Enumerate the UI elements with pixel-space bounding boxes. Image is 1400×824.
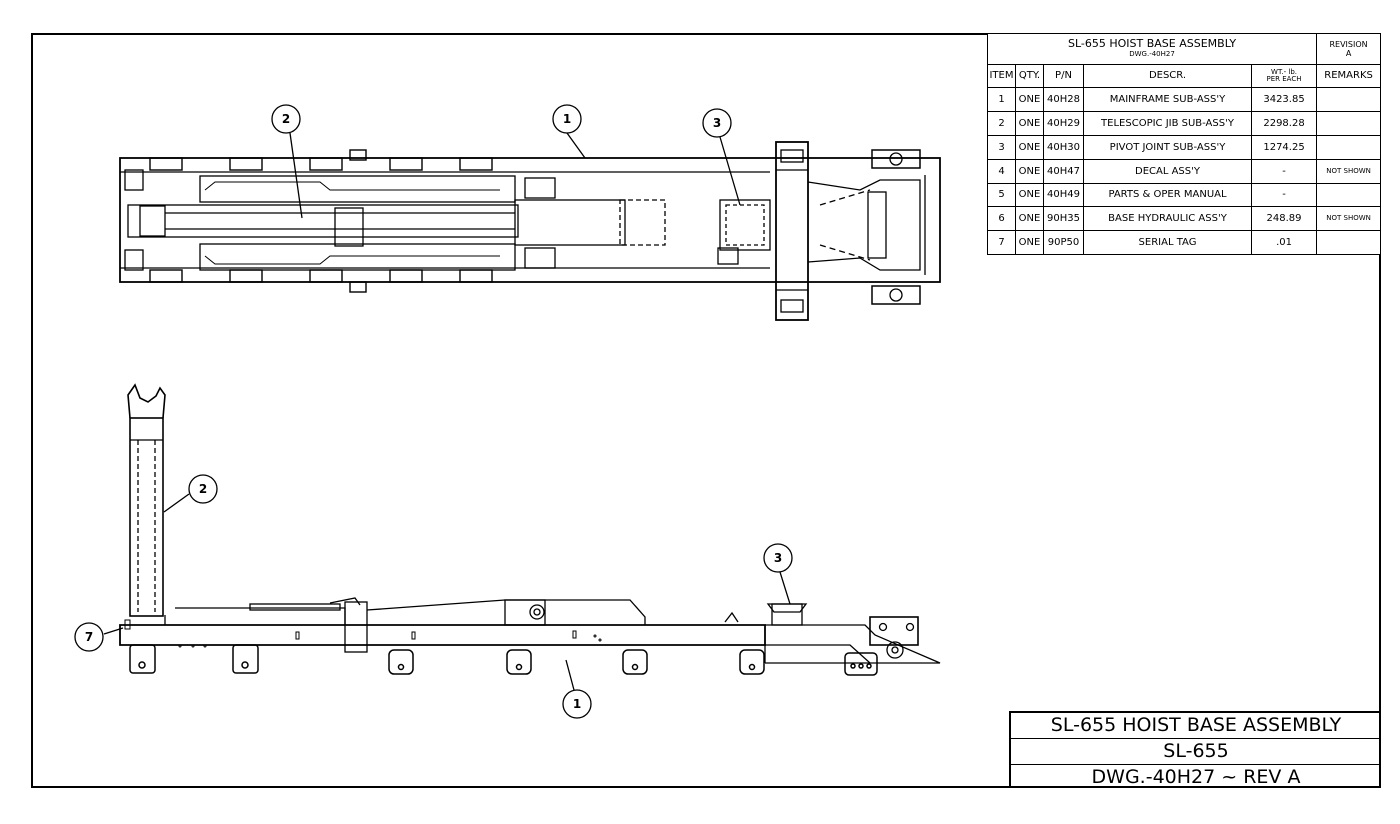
balloon-item-2-side (188, 474, 218, 504)
bill-of-materials-table: SL-655 HOIST BASE ASSEMBLY DWG.-40H27 RE… (986, 33, 1382, 255)
bom-cell-qty: ONE (1015, 206, 1044, 232)
title-block: SL-655 HOIST BASE ASSEMBLY SL-655 DWG.-4… (1009, 711, 1381, 788)
bom-cell-descr: DECAL ASS'Y (1083, 158, 1252, 184)
bom-cell-qty: ONE (1015, 111, 1044, 136)
side-view (119, 383, 941, 676)
bom-revision-value: A (1345, 48, 1352, 58)
bom-cell-remarks: NOT SHOWN (1316, 206, 1382, 232)
bom-cell-pn: 40H49 (1043, 182, 1084, 208)
balloon-label: 2 (199, 482, 207, 496)
bom-cell-pn: 40H30 (1043, 134, 1084, 160)
bom-cell-remarks (1316, 111, 1382, 136)
top-view (119, 141, 941, 321)
bom-cell-pn: 90H35 (1043, 206, 1084, 232)
bom-revision-label: REVISION (1329, 39, 1368, 49)
title-block-line-2: SL-655 (1011, 739, 1381, 765)
bom-cell-descr: PIVOT JOINT SUB-ASS'Y (1083, 134, 1252, 160)
balloon-label: 1 (573, 697, 581, 711)
balloon-item-1-side (562, 689, 592, 719)
bom-cell-pn: 40H28 (1043, 87, 1084, 113)
col-header-remarks: REMARKS (1316, 63, 1382, 89)
bom-cell-remarks (1316, 87, 1382, 113)
col-header-qty: QTY. (1015, 63, 1044, 89)
bom-cell-item: 3 (987, 134, 1016, 160)
bom-cell-wt: .01 (1250, 230, 1318, 255)
balloon-label: 7 (85, 630, 93, 644)
bom-cell-descr: BASE HYDRAULIC ASS'Y (1083, 206, 1252, 232)
bom-cell-item: 6 (987, 206, 1016, 232)
balloon-item-3-top (702, 108, 732, 138)
bom-cell-item: 7 (987, 230, 1016, 255)
bom-cell-item: 2 (987, 111, 1016, 136)
balloon-label: 3 (713, 116, 721, 130)
col-header-pn: P/N (1043, 63, 1084, 89)
bom-cell-descr: PARTS & OPER MANUAL (1083, 182, 1252, 208)
balloon-item-7-side (74, 622, 104, 652)
bom-dwg-number: DWG.-40H27 (1129, 49, 1175, 58)
title-block-line-3: DWG.-40H27 ~ REV A (1091, 766, 1301, 788)
col-header-descr: DESCR. (1083, 63, 1252, 89)
bom-cell-wt: 1274.25 (1250, 134, 1318, 160)
bom-cell-remarks (1316, 134, 1382, 160)
col-header-wt-main: WT.- lb. (1271, 67, 1298, 76)
title-block-line-1: SL-655 HOIST BASE ASSEMBLY (1011, 713, 1381, 739)
bom-cell-qty: ONE (1015, 87, 1044, 113)
bom-cell-qty: ONE (1015, 158, 1044, 184)
bom-cell-pn: 40H47 (1043, 158, 1084, 184)
balloon-item-3-side (763, 543, 793, 573)
bom-cell-pn: 40H29 (1043, 111, 1084, 136)
balloon-label: 1 (563, 112, 571, 126)
col-header-wt: WT.- lb. PER EACH (1250, 63, 1318, 89)
bom-title-text: SL-655 HOIST BASE ASSEMBLY (1067, 36, 1237, 50)
bom-cell-qty: ONE (1015, 134, 1044, 160)
bom-cell-wt: 3423.85 (1250, 87, 1318, 113)
balloon-label: 3 (774, 551, 782, 565)
bom-cell-descr: MAINFRAME SUB-ASS'Y (1083, 87, 1252, 113)
col-header-item: ITEM (987, 63, 1016, 89)
bom-cell-qty: ONE (1015, 182, 1044, 208)
bom-cell-wt: - (1250, 182, 1318, 208)
bom-cell-item: 4 (987, 158, 1016, 184)
bom-title: SL-655 HOIST BASE ASSEMBLY DWG.-40H27 (986, 33, 1318, 65)
bom-cell-wt: 2298.28 (1250, 111, 1318, 136)
bom-cell-descr: SERIAL TAG (1083, 230, 1252, 255)
bom-cell-qty: ONE (1015, 230, 1044, 255)
bom-revision: REVISION A (1316, 33, 1382, 65)
bom-cell-remarks: NOT SHOWN (1316, 158, 1382, 184)
bom-cell-item: 5 (987, 182, 1016, 208)
balloon-label: 2 (282, 112, 290, 126)
bom-cell-wt: 248.89 (1250, 206, 1318, 232)
bom-header-row: ITEM QTY. P/N DESCR. WT.- lb. PER EACH R… (987, 63, 1382, 89)
bom-cell-pn: 90P50 (1043, 230, 1084, 255)
drawing-sheet-border (31, 33, 1381, 788)
bom-cell-item: 1 (987, 87, 1016, 113)
bom-cell-remarks (1316, 182, 1382, 208)
bom-cell-remarks (1316, 230, 1382, 255)
balloon-item-1-top (552, 104, 582, 134)
bom-cell-wt: - (1250, 158, 1318, 184)
col-header-wt-sub: PER EACH (1266, 74, 1302, 83)
balloon-item-2-top (271, 104, 301, 134)
bom-cell-descr: TELESCOPIC JIB SUB-ASS'Y (1083, 111, 1252, 136)
